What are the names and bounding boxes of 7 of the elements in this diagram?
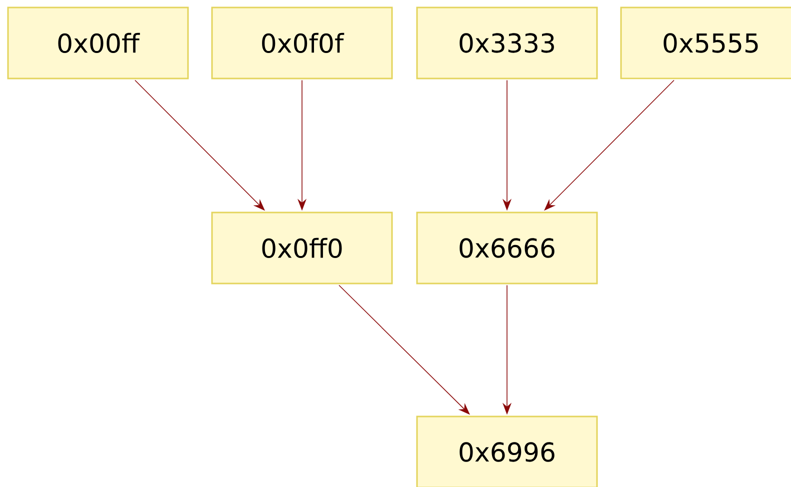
value-box: 0x0ff0: [211, 212, 393, 284]
value-box: 0x3333: [416, 6, 598, 80]
value-box: 0x00ff: [7, 6, 189, 80]
value-box: 0x5555: [620, 6, 791, 80]
value-box: 0x6666: [416, 212, 598, 284]
value-box: 0x6996: [416, 416, 598, 487]
value-box: 0x0f0f: [211, 6, 393, 80]
